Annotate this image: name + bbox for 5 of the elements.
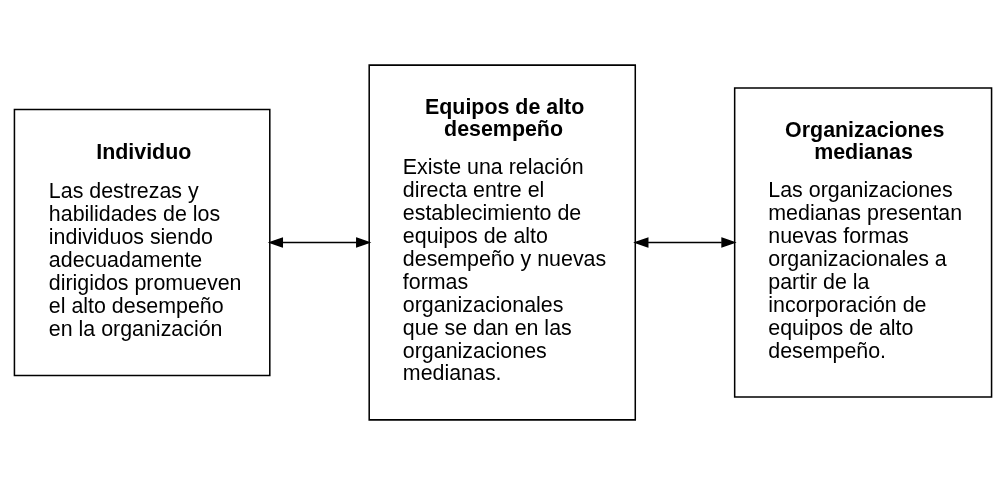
node-box: Individuo Las destrezas y habilidades de los individuos siendo adecuadamente dirigidos promueven el alto desempeño en la organización: [13, 108, 271, 376]
node-box: Organizaciones medianas Las organizaciones medianas presentan nuevas formas organizacionales a partir de la incorporación de equipos de alto desempeño.: [733, 86, 993, 398]
arrow: [633, 236, 737, 248]
arrow: [267, 236, 372, 248]
node-box: Equipos de alto desempeño Existe una relación directa entre el establecimiento de equipos de alto desempeño y nuevas formas organizacionales que se dan en las organizaciones medianas.: [368, 63, 637, 421]
